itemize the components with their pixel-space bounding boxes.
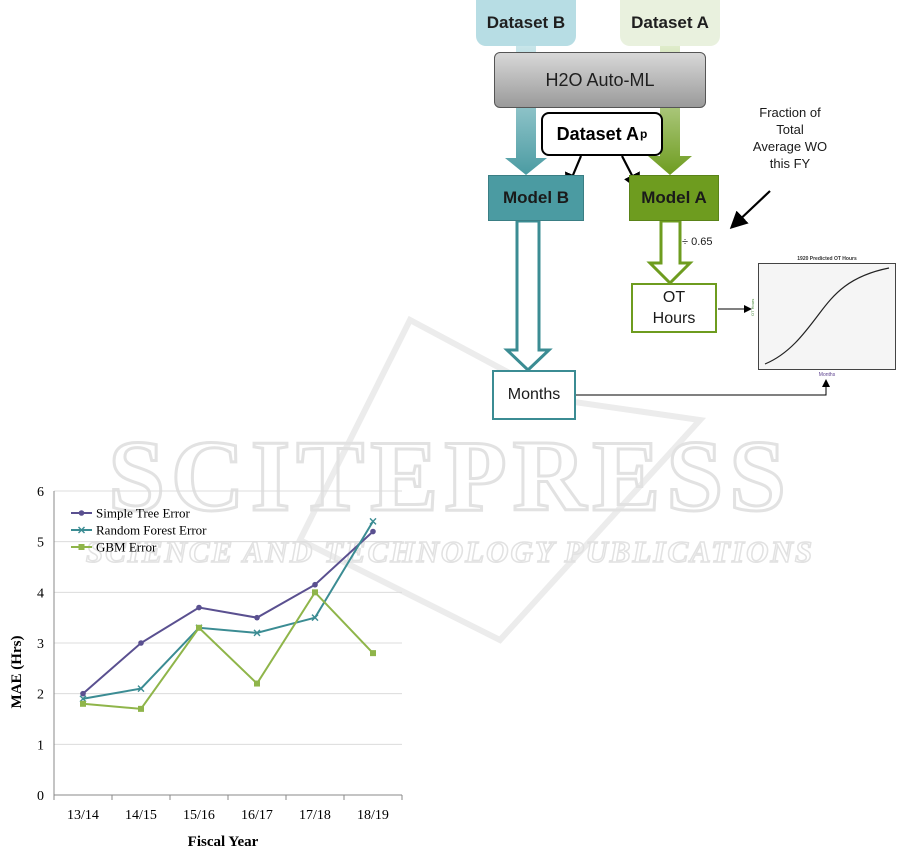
x-tick-label: 18/19 <box>357 808 389 823</box>
arrow-datasetb-modelb <box>505 46 547 175</box>
watermark-line1: SCITEPRESS <box>108 420 792 533</box>
y-tick-label: 5 <box>37 536 44 551</box>
watermark-line2: SCIENCE AND TECHNOLOGY PUBLICATIONS <box>86 534 814 569</box>
arrow-fraction-modela <box>729 190 771 230</box>
marker-circle <box>370 528 376 535</box>
series-simple-tree-error <box>80 528 376 697</box>
marker-square <box>370 650 376 657</box>
x-tick-label: 17/18 <box>299 808 331 823</box>
x-tick-label: 13/14 <box>67 808 99 823</box>
x-axis-label: Fiscal Year <box>188 834 259 849</box>
y-tick-label: 1 <box>37 738 44 753</box>
marker-circle <box>312 581 318 588</box>
arrow-modela-othours <box>646 219 694 286</box>
marker-x <box>311 614 319 622</box>
marker-square <box>196 624 202 631</box>
x-tick-label: 14/15 <box>125 808 157 823</box>
y-tick-label: 0 <box>37 789 44 804</box>
series-line <box>82 530 374 695</box>
divide-factor-label: ÷ 0.65 <box>682 236 713 248</box>
marker-circle <box>254 614 260 621</box>
marker-x <box>137 685 145 693</box>
dataset-b-box: Dataset B <box>476 0 576 46</box>
marker-square <box>138 705 144 712</box>
legend-label: Random Forest Error <box>96 523 207 538</box>
y-tick-label: 2 <box>37 688 44 703</box>
legend-label: GBM Error <box>96 540 157 555</box>
series-lines <box>79 517 377 712</box>
marker-x <box>78 526 85 534</box>
marker-square <box>78 544 85 550</box>
thumbnail-title: 1920 Predicted OT Hours <box>797 256 857 262</box>
y-tick-label: 4 <box>37 586 44 601</box>
thumbnail-curve <box>764 267 890 365</box>
thumbnail-xlabel: Months <box>818 372 836 378</box>
y-tick-labels: 0 1 2 3 4 5 6 <box>37 485 44 804</box>
legend-label: Simple Tree Error <box>96 506 191 521</box>
arrow-months-thumb <box>576 379 830 396</box>
marker-square <box>312 589 318 596</box>
series-line <box>82 590 374 710</box>
marker-circle <box>196 604 202 611</box>
legend-item: Simple Tree Error <box>71 506 191 521</box>
marker-x <box>369 517 377 525</box>
axes <box>53 491 403 800</box>
dataset-ap-label: Dataset A <box>556 123 640 144</box>
dataset-a-box: Dataset A <box>620 0 720 46</box>
marker-circle <box>80 690 86 697</box>
thumbnail-ylabel: OT Hours <box>750 298 755 316</box>
model-b-box: Model B <box>488 175 584 221</box>
marker-square <box>254 680 260 687</box>
mae-line-chart: 0 1 2 3 4 5 6 13/14 14/15 15/16 16/17 17/18 18/19 S… <box>9 485 403 849</box>
ot-hours-box: OT Hours <box>631 283 717 333</box>
marker-circle <box>78 510 85 516</box>
y-tick-label: 6 <box>37 485 44 500</box>
x-tick-labels: 13/14 14/15 15/16 16/17 17/18 18/19 <box>67 808 389 823</box>
ot-hours-label: OT Hours <box>652 289 696 327</box>
arrow-dataseta-modela <box>648 46 692 175</box>
marker-circle <box>138 640 144 646</box>
grid-lines <box>54 490 402 745</box>
marker-x <box>253 629 261 637</box>
h2o-automl-box: H2O Auto-ML <box>494 52 706 108</box>
series-gbm-error <box>80 589 376 712</box>
y-axis-label: MAE (Hrs) <box>9 636 25 709</box>
dataset-ap-subscript: p <box>640 127 648 141</box>
thumbnail-chart <box>758 263 896 370</box>
months-box: Months <box>492 370 576 420</box>
arrow-modelb-months <box>503 219 553 373</box>
fraction-note: Fraction of Total Average WO this FY <box>752 105 828 171</box>
x-tick-label: 16/17 <box>241 808 273 823</box>
legend-item: Random Forest Error <box>71 523 207 538</box>
marker-x <box>79 695 87 703</box>
model-a-box: Model A <box>629 175 719 221</box>
y-tick-label: 3 <box>37 637 44 652</box>
x-tick-label: 15/16 <box>183 808 215 823</box>
marker-square <box>80 700 86 707</box>
legend-item: GBM Error <box>71 540 157 555</box>
